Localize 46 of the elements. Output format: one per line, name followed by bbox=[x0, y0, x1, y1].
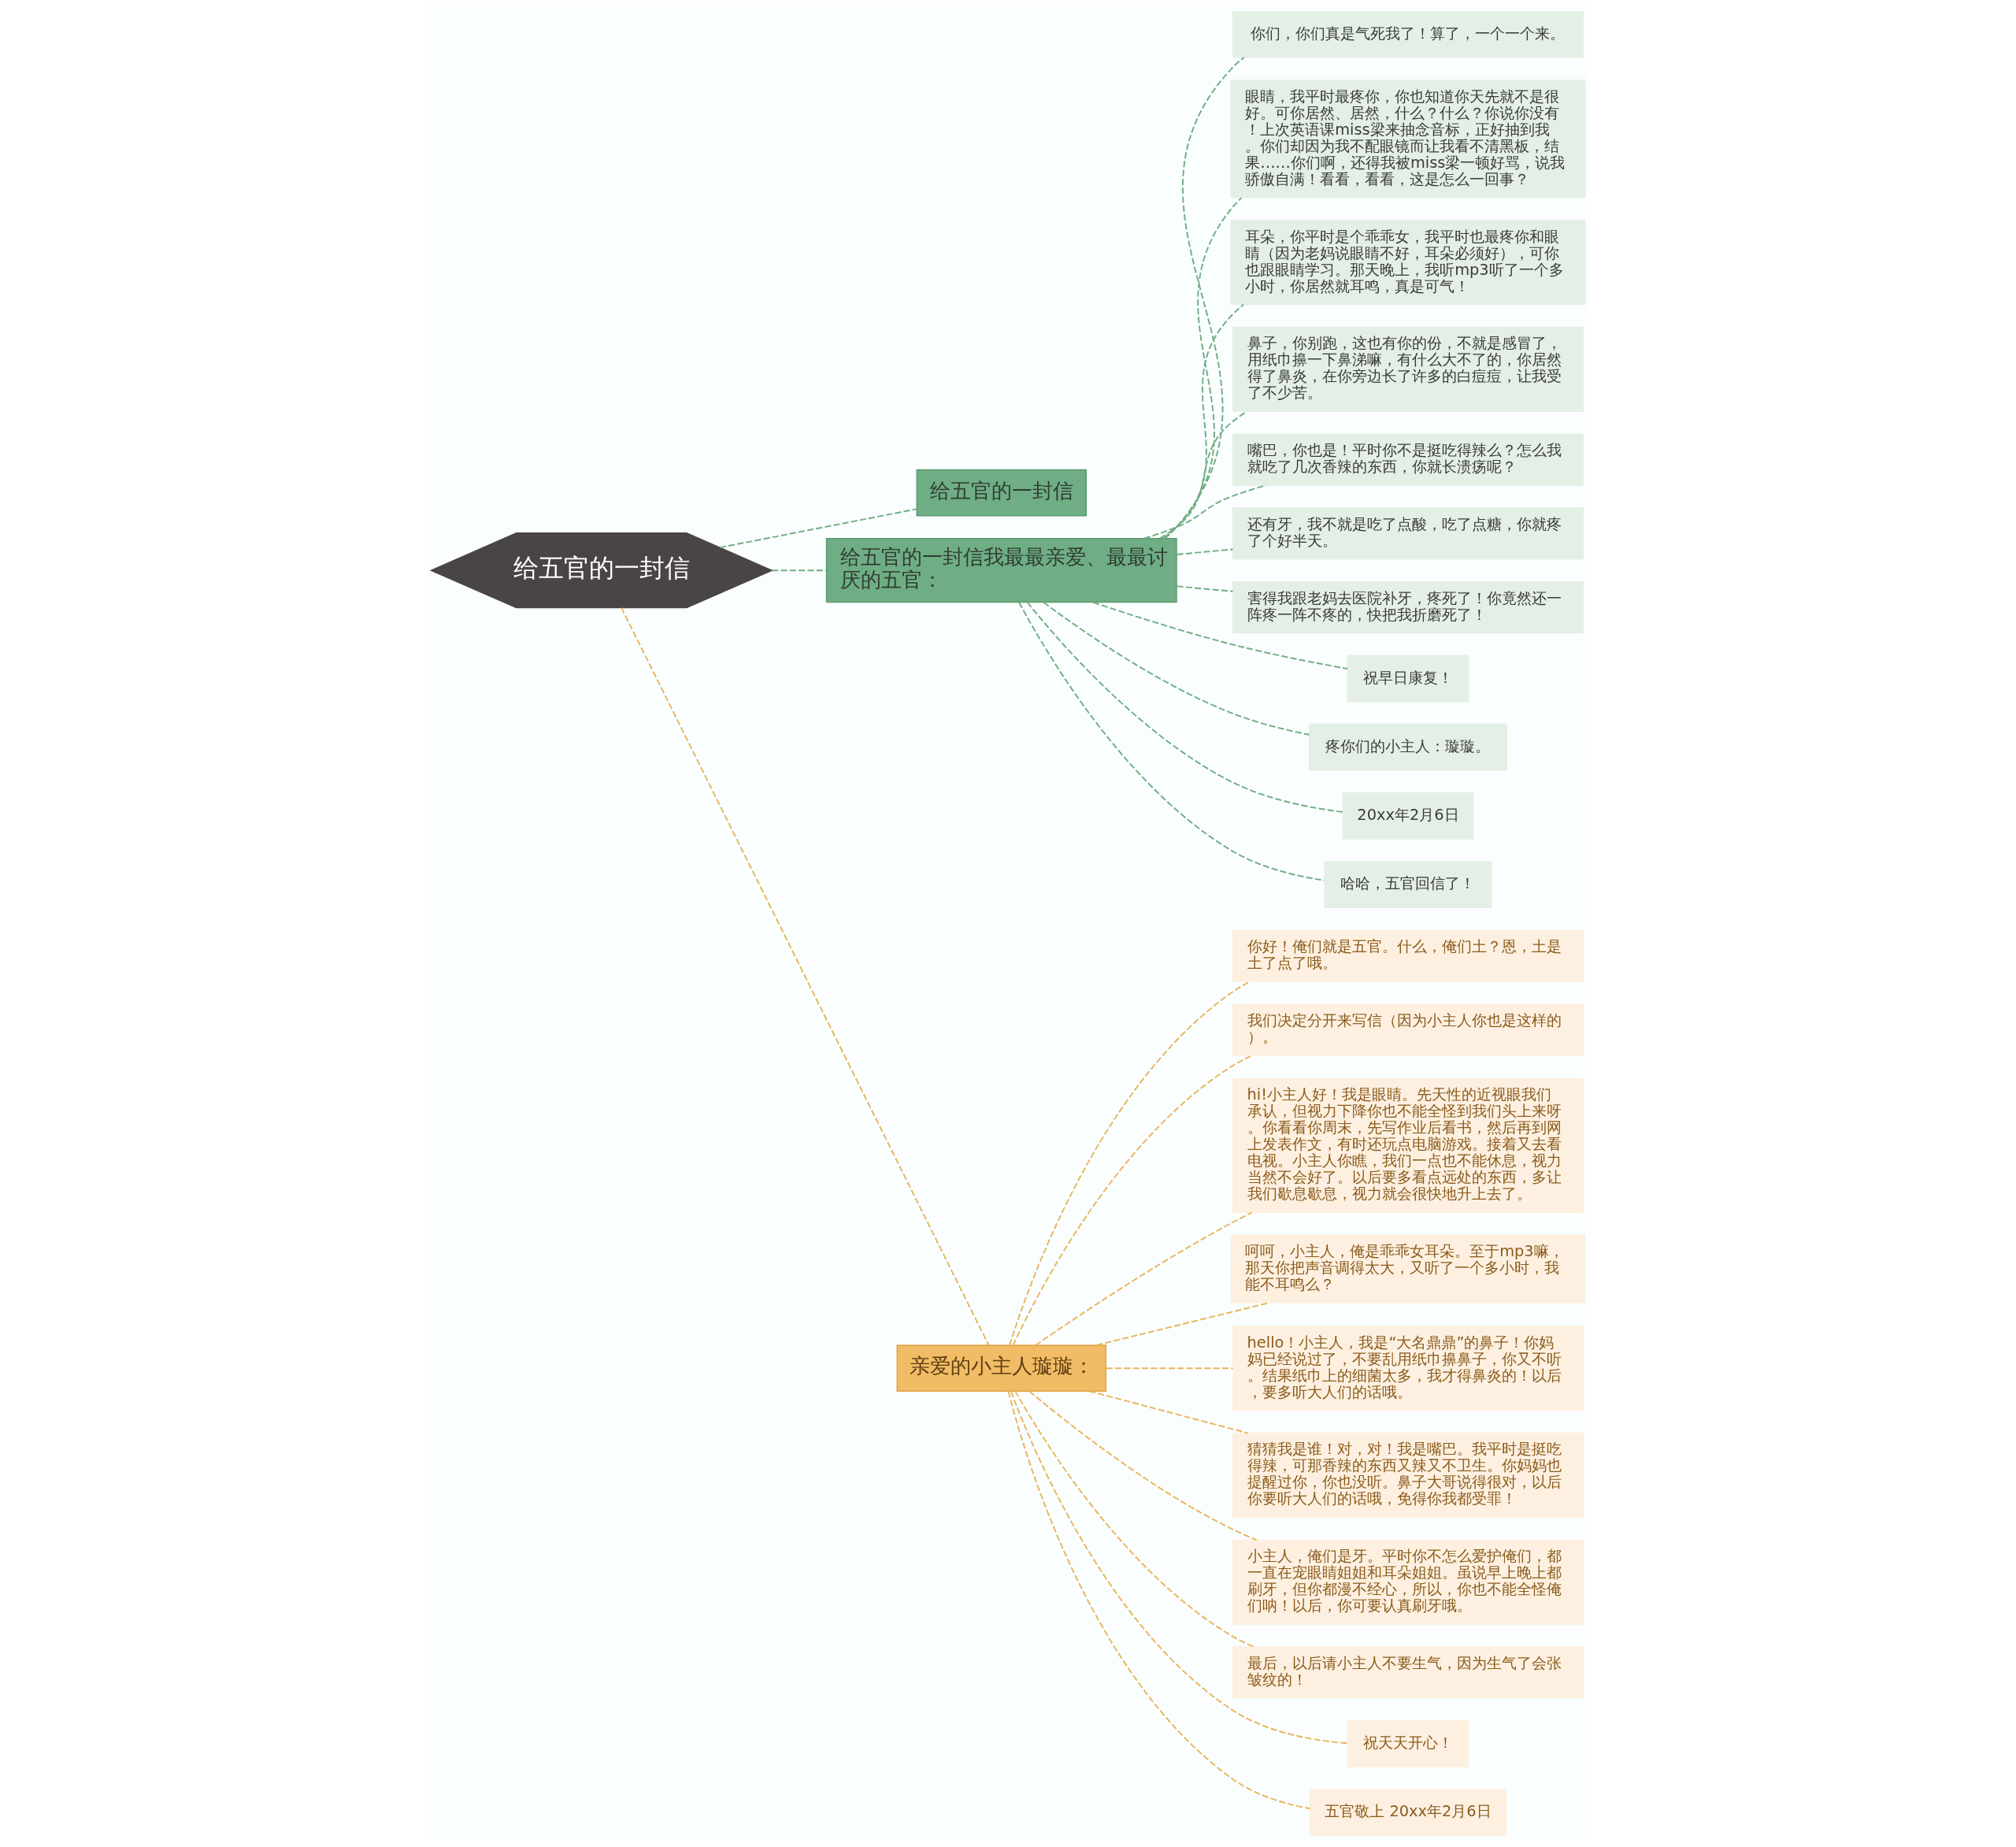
node-box: 小主人，俺们是牙。平时你不怎么爱护俺们，都一直在宠眼睛姐姐和耳朵姐姐。虽说早上晚上都刷牙，但你都漫不经心，所以，你也不能全怪俺们呐！以后，你可要认真刷牙哦。 bbox=[1232, 1539, 1584, 1625]
connector bbox=[1162, 303, 1245, 540]
connector bbox=[1164, 57, 1245, 540]
connector bbox=[1012, 1054, 1254, 1346]
connector bbox=[1043, 601, 1310, 736]
connector bbox=[1014, 1390, 1255, 1648]
node-box: 我们决定分开来写信（因为小主人你也是这样的）。 bbox=[1232, 1003, 1584, 1056]
connector bbox=[1176, 585, 1234, 592]
node-box: 还有牙，我不就是吃了点酸，吃了点糖，你就疼了个好半天。 bbox=[1232, 507, 1584, 560]
node-box: 20xx年2月6日 bbox=[1342, 792, 1474, 840]
node-box: 祝天天开心！ bbox=[1347, 1719, 1469, 1767]
node-box: 眼睛，我平时最疼你，你也知道你天先就不是很好。可你居然、居然，什么？什么？你说你没有！上次英语课miss梁来抽念音标，正好抽到我。你们却因为我不配眼镜而让我看不清黑板，结果……你们啊，还得我被miss梁一顿好骂，说我骄傲自满！看看，看看，这是怎么一回事？ bbox=[1230, 80, 1586, 198]
connector bbox=[1163, 197, 1243, 540]
node-box: 害得我跟老妈去医院补牙，疼死了！你竟然还一阵疼一阵不疼的，快把我折磨死了！ bbox=[1232, 580, 1584, 634]
connector bbox=[1007, 1390, 1311, 1810]
connector bbox=[1092, 601, 1348, 670]
connector bbox=[1176, 548, 1234, 555]
connector bbox=[719, 508, 918, 549]
node-box: 你们，你们真是气死我了！算了，一个一个来。 bbox=[1232, 11, 1584, 58]
connector bbox=[1143, 484, 1267, 540]
node-box: 哈哈，五官回信了！ bbox=[1324, 861, 1492, 909]
node-box: 你好！俺们就是五官。什么，俺们土？恩，土是土了点了哦。 bbox=[1232, 929, 1584, 982]
node-box: 嘴巴，你也是！平时你不是挺吃得辣么？怎么我就吃了几次香辣的东西，你就长溃疡呢？ bbox=[1232, 433, 1584, 486]
node-box: 给五官的一封信 bbox=[916, 469, 1087, 517]
connector bbox=[1028, 1390, 1258, 1541]
connector bbox=[1088, 1390, 1249, 1434]
node-box: 亲爱的小主人璇璇： bbox=[896, 1344, 1107, 1393]
node-box: 最后，以后请小主人不要生气，因为生气了会张皱纹的！ bbox=[1232, 1646, 1584, 1699]
connector bbox=[621, 606, 990, 1346]
connector bbox=[1010, 1390, 1349, 1745]
node-box: 疼你们的小主人：璇璇。 bbox=[1308, 723, 1507, 771]
connector bbox=[1034, 1211, 1253, 1346]
connector bbox=[1026, 601, 1344, 813]
node-box: 耳朵，你平时是个乖乖女，我平时也最疼你和眼睛（因为老妈说眼睛不好，耳朵必须好），可你也跟眼睛学习。那天晚上，我听mp3听了一个多小时，你居然就耳鸣，真是可气！ bbox=[1230, 220, 1586, 306]
connector bbox=[1105, 1367, 1234, 1370]
connector bbox=[771, 569, 828, 572]
node-box: hello！小主人，我是“大名鼎鼎”的鼻子！你妈妈已经说过了，不要乱用纸巾擤鼻子，你又不听。结果纸巾上的细菌太多，我才得鼻炎的！以后，要多听大人们的话哦。 bbox=[1232, 1326, 1584, 1411]
node-box: 鼻子，你别跑，这也有你的份，不就是感冒了，用纸巾擤一下鼻涕嘛，有什么大不了的，你居然得了鼻炎，在你旁边长了许多的白痘痘，让我受了不少苦。 bbox=[1232, 326, 1584, 412]
connector bbox=[1018, 602, 1325, 881]
connector bbox=[1009, 981, 1251, 1346]
node-box: hi!小主人好！我是眼睛。先天性的近视眼我们承认，但视力下降你也不能全怪到我们头上来呀。你看看你周末，先写作业后看书，然后再到网上发表作文，有时还玩点电脑游戏。接着又去看电视。小主人你瞧，我们一点也不能休息，视力当然不会好了。以后要多看点远处的东西，多让我们歇息歇息，视力就会很快地升上去了。 bbox=[1232, 1077, 1584, 1214]
node-box: 五官敬上 20xx年2月6日 bbox=[1309, 1789, 1507, 1836]
node-box: 给五官的一封信我最最亲爱、最最讨厌的五官： bbox=[825, 537, 1177, 603]
node-box: 猜猜我是谁！对，对！我是嘴巴。我平时是挺吃得辣，可那香辣的东西又辣又不卫生。你妈妈也提醒过你，你也没听。鼻子大哥说得很对，以后你要听大人们的话哦，免得你我都受罪！ bbox=[1232, 1432, 1584, 1518]
node-box: 祝早日康复！ bbox=[1347, 655, 1469, 703]
node-box: 呵呵，小主人，俺是乖乖女耳朵。至于mp3嘛，那天你把声音调得太大，又听了一个多小时，我能不耳鸣么？ bbox=[1230, 1234, 1586, 1304]
